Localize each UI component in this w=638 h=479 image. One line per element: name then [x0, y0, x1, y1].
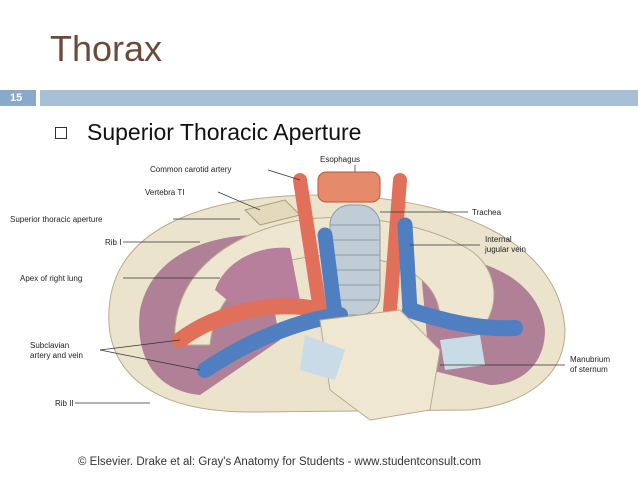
label-vertebra: Vertebra TI	[145, 188, 184, 197]
cartilage-left	[300, 335, 345, 380]
copyright-caption: © Elsevier. Drake et al: Gray's Anatomy …	[78, 456, 482, 468]
apex-lung-shape	[215, 247, 300, 315]
thoracic-aperture-illustration: Esophagus Common carotid artery Vertebra…	[10, 155, 610, 421]
carotid-artery-right	[383, 173, 407, 317]
jugular-vein-right	[397, 217, 418, 318]
label-rib-i: Rib I	[105, 238, 121, 247]
title-rule	[40, 90, 638, 106]
label-subclavian-1: Subclavian	[30, 341, 69, 350]
brachiocephalic-vein-right	[402, 302, 523, 337]
label-manubrium-1: Manubrium	[570, 355, 610, 364]
label-rib-ii: Rib II	[55, 399, 74, 408]
label-superior-aperture: Superior thoracic aperture	[10, 215, 103, 224]
label-subclavian-2: artery and vein	[30, 351, 83, 360]
esophagus-shape	[317, 171, 381, 203]
label-internal-jugular-2: jugular vein	[484, 245, 526, 254]
slide-title: Thorax	[50, 28, 163, 69]
label-esophagus: Esophagus	[320, 155, 360, 164]
jugular-vein-left	[317, 227, 343, 323]
label-manubrium-2: of sternum	[570, 365, 608, 374]
subclavian-vein	[197, 307, 348, 378]
carotid-artery-left	[293, 173, 327, 317]
manubrium-shape	[319, 309, 441, 421]
slide-number: 15	[0, 90, 36, 106]
square-bullet-icon	[55, 126, 67, 139]
label-trachea: Trachea	[472, 208, 502, 217]
cartilage-right	[440, 335, 485, 370]
subclavian-artery	[172, 298, 328, 348]
label-common-carotid: Common carotid artery	[150, 165, 231, 174]
label-internal-jugular-1: Internal	[485, 235, 512, 244]
bullet-text: Superior Thoracic Aperture	[87, 119, 362, 145]
leader-lines	[75, 165, 565, 404]
label-apex-lung: Apex of right lung	[20, 274, 82, 283]
bullet-item: Superior Thoracic Aperture	[55, 119, 361, 146]
